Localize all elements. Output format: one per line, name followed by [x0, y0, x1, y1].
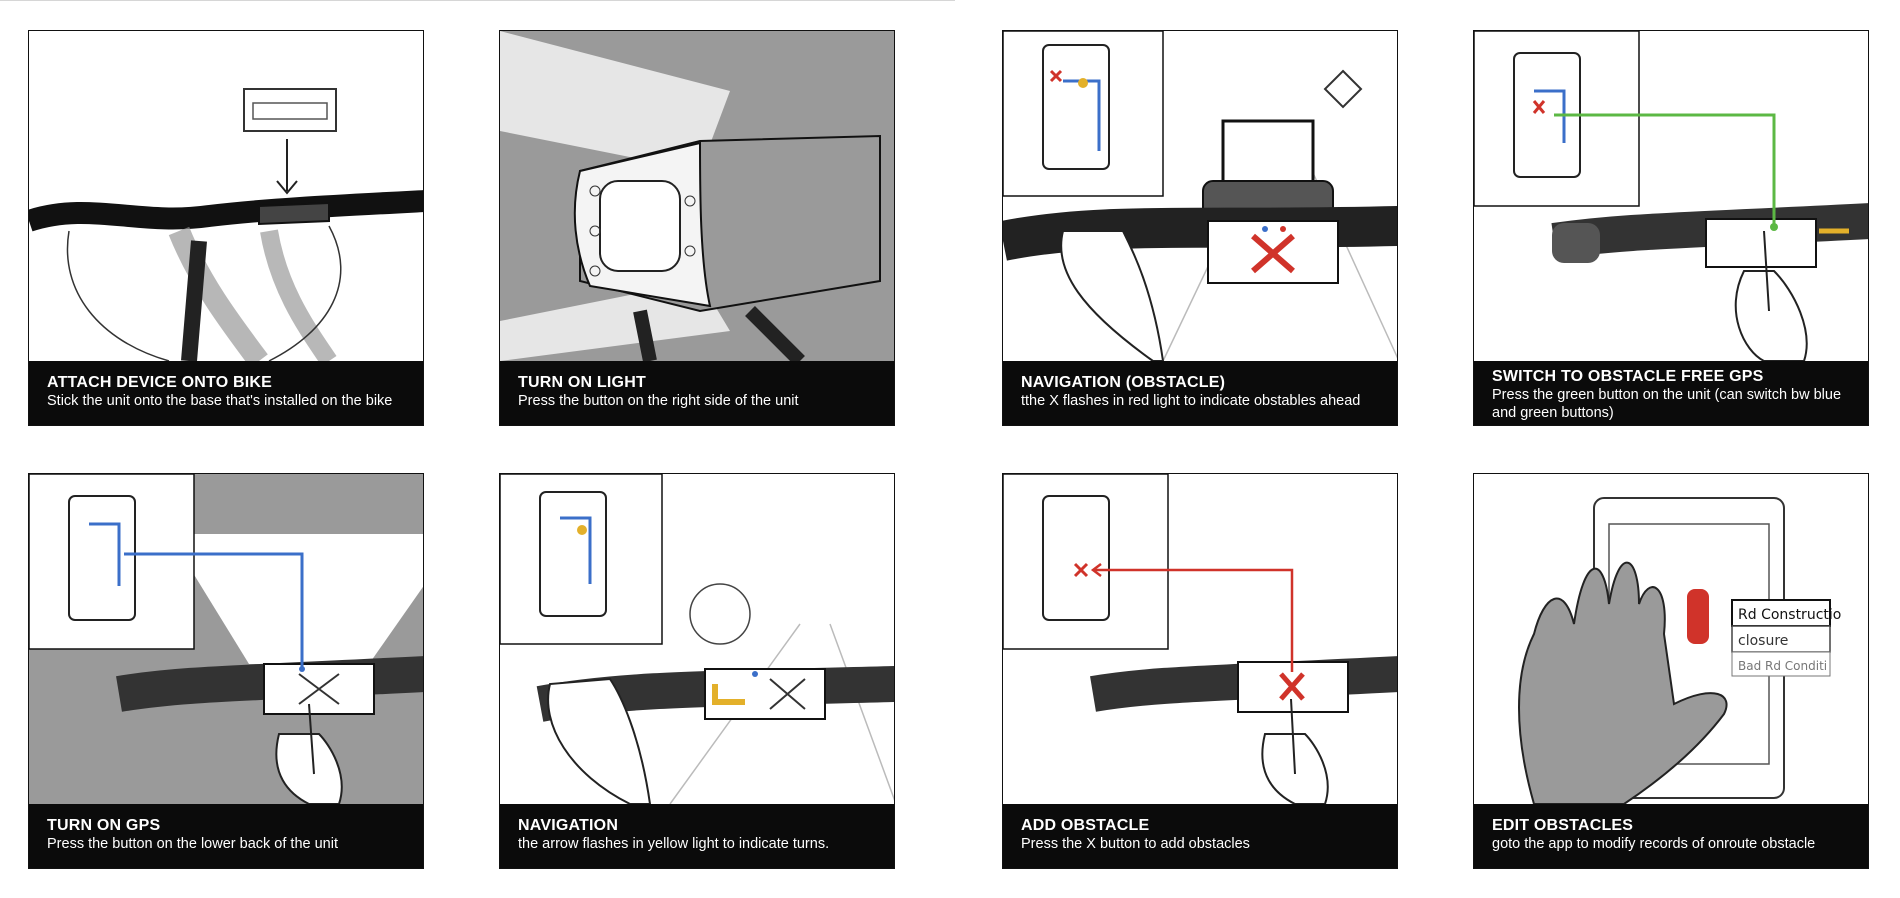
storyboard-panel-attach-device: ATTACH DEVICE ONTO BIKE Stick the unit o…	[28, 30, 424, 426]
caption: TURN ON GPS Press the button on the lowe…	[29, 804, 423, 868]
caption: NAVIGATION (OBSTACLE) tthe X flashes in …	[1003, 361, 1397, 425]
storyboard-panel-edit-obstacles: Rd Constructio closure Bad Rd Conditi ED…	[1473, 473, 1869, 869]
panel-title: SWITCH TO OBSTACLE FREE GPS	[1492, 367, 1850, 386]
panel-title: TURN ON GPS	[47, 816, 405, 835]
caption: ADD OBSTACLE Press the X button to add o…	[1003, 804, 1397, 868]
panel-title: TURN ON LIGHT	[518, 373, 876, 392]
panel-description: Press the X button to add obstacles	[1021, 835, 1379, 853]
panel-title: NAVIGATION (OBSTACLE)	[1021, 373, 1379, 392]
panel-description: Press the button on the lower back of th…	[47, 835, 405, 853]
panel-description: Press the green button on the unit (can …	[1492, 386, 1850, 422]
note-rd-construction: Rd Constructio	[1738, 607, 1841, 623]
panel-title: ADD OBSTACLE	[1021, 816, 1379, 835]
top-divider	[0, 0, 955, 1]
storyboard-panel-switch-gps: SWITCH TO OBSTACLE FREE GPS Press the gr…	[1473, 30, 1869, 426]
storyboard-panel-turn-on-gps: TURN ON GPS Press the button on the lowe…	[28, 473, 424, 869]
panel-title: ATTACH DEVICE ONTO BIKE	[47, 373, 405, 392]
panel-description: Press the button on the right side of th…	[518, 392, 876, 410]
caption: EDIT OBSTACLES goto the app to modify re…	[1474, 804, 1868, 868]
storyboard-panel-add-obstacle: ADD OBSTACLE Press the X button to add o…	[1002, 473, 1398, 869]
panel-description: Stick the unit onto the base that's inst…	[47, 392, 405, 410]
caption: ATTACH DEVICE ONTO BIKE Stick the unit o…	[29, 361, 423, 425]
storyboard-panel-navigation: NAVIGATION the arrow flashes in yellow l…	[499, 473, 895, 869]
note-bad-rd-condition: Bad Rd Conditi	[1738, 659, 1827, 673]
storyboard-panel-navigation-obstacle: NAVIGATION (OBSTACLE) tthe X flashes in …	[1002, 30, 1398, 426]
panel-description: goto the app to modify records of onrout…	[1492, 835, 1850, 853]
panel-description: the arrow flashes in yellow light to ind…	[518, 835, 876, 853]
note-closure: closure	[1738, 633, 1788, 649]
caption: SWITCH TO OBSTACLE FREE GPS Press the gr…	[1474, 361, 1868, 425]
caption: NAVIGATION the arrow flashes in yellow l…	[500, 804, 894, 868]
panel-description: tthe X flashes in red light to indicate …	[1021, 392, 1379, 410]
storyboard-panel-turn-on-light: TURN ON LIGHT Press the button on the ri…	[499, 30, 895, 426]
caption: TURN ON LIGHT Press the button on the ri…	[500, 361, 894, 425]
panel-title: NAVIGATION	[518, 816, 876, 835]
panel-title: EDIT OBSTACLES	[1492, 816, 1850, 835]
